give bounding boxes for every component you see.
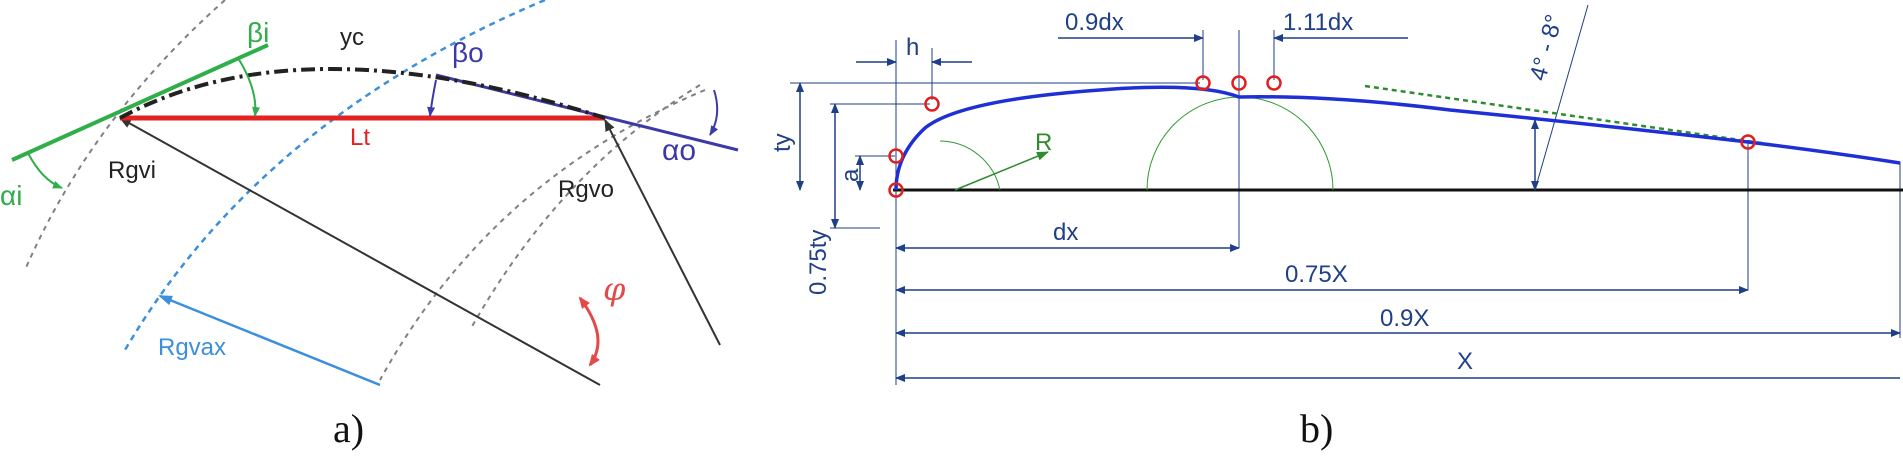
camber-line bbox=[119, 67, 606, 120]
x09-label: 0.9X bbox=[1380, 305, 1429, 332]
radius-r-line bbox=[954, 151, 1049, 191]
beta-o-label: βo bbox=[452, 37, 484, 68]
leading-edge-radius-arc bbox=[939, 140, 1001, 191]
panel-b: h 0.9dx 1.11dx 4° - 8° ty a R 0.75ty dx … bbox=[769, 4, 1903, 451]
phi-label: φ bbox=[603, 270, 626, 308]
leading-edge-marker bbox=[888, 182, 904, 198]
rgvax-arc bbox=[123, 0, 546, 351]
right-111dx-marker bbox=[1266, 75, 1282, 91]
09dx-label: 0.9dx bbox=[1065, 9, 1124, 36]
angle-reference-line bbox=[1534, 4, 1589, 191]
alpha-o-label: αo bbox=[662, 134, 696, 167]
075ty-label: 0.75ty bbox=[805, 230, 832, 295]
a-label: a bbox=[837, 168, 864, 182]
rgvax-label: Rgvax bbox=[158, 334, 226, 361]
rgvi-label: Rgvi bbox=[108, 157, 156, 184]
h-label: h bbox=[906, 34, 919, 61]
outlet-guide-arc bbox=[469, 84, 701, 331]
x075-label: 0.75X bbox=[1285, 261, 1348, 288]
phi-arc bbox=[578, 296, 600, 367]
beta-i-label: βi bbox=[247, 17, 269, 48]
inlet-tangent-line bbox=[11, 43, 269, 162]
caption-a: a) bbox=[333, 406, 364, 451]
dx-label: dx bbox=[1053, 219, 1078, 246]
111dx-label: 1.11dx bbox=[1283, 9, 1353, 36]
r-label: R bbox=[1035, 129, 1052, 156]
rgvi-radius-line bbox=[119, 117, 601, 386]
x-label: X bbox=[1457, 348, 1473, 375]
caption-b: b) bbox=[1300, 406, 1333, 451]
max-camber-circle-arc bbox=[1146, 96, 1334, 191]
rgvo-radius-line bbox=[604, 119, 721, 346]
max-camber-marker bbox=[1231, 75, 1247, 91]
rgvo-label: Rgvo bbox=[558, 176, 614, 203]
panel-a: βi yc βo Lt αo αi Rgvi Rgvo φ Rgvax a) bbox=[0, 0, 739, 451]
beta-i-arc bbox=[237, 57, 261, 117]
outer-guide-arc bbox=[379, 89, 706, 381]
left-09dx-marker bbox=[1195, 75, 1211, 91]
profile-curve bbox=[894, 85, 1901, 191]
h-offset-marker bbox=[924, 96, 940, 112]
alpha-i-arc bbox=[27, 152, 63, 189]
angle-range-label: 4° - 8° bbox=[1525, 12, 1568, 84]
beta-o-arc bbox=[427, 79, 437, 117]
ty-label: ty bbox=[769, 133, 796, 152]
inlet-guide-arc bbox=[24, 0, 226, 271]
lt-label: Lt bbox=[350, 124, 370, 151]
x075-marker bbox=[1740, 134, 1756, 150]
a-height-marker bbox=[888, 148, 904, 164]
rgvax-arrow bbox=[158, 294, 381, 387]
alpha-o-arc bbox=[709, 89, 719, 136]
alpha-i-label: αi bbox=[0, 180, 22, 211]
yc-label: yc bbox=[340, 24, 364, 51]
